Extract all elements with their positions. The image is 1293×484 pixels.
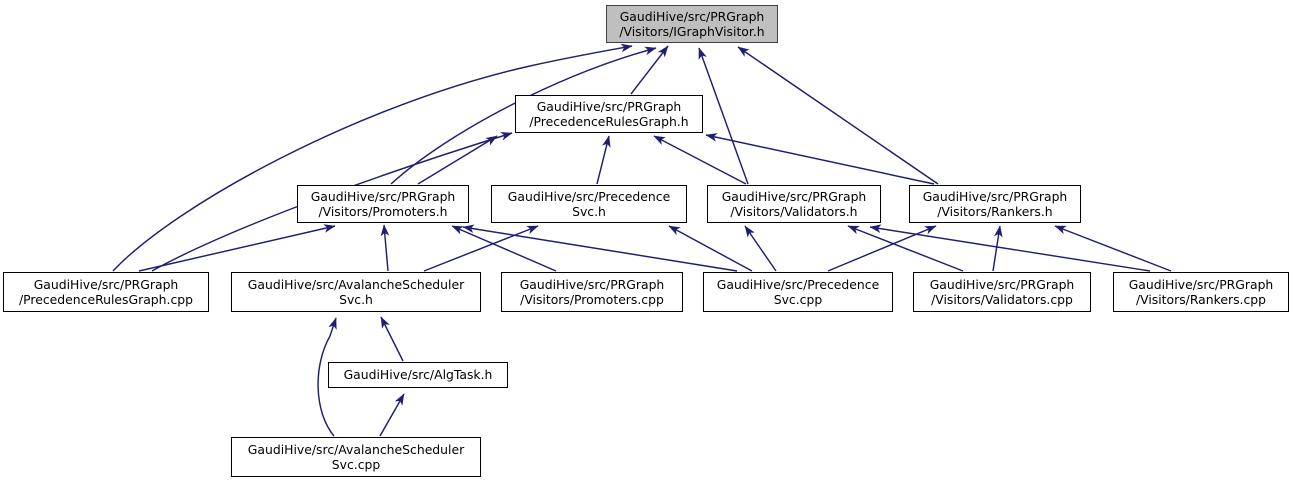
edge-avalanchescheduler_h-to-promoters_h: [380, 224, 390, 272]
edge-precedencerulesgraph_cpp-to-promoters_h: [138, 224, 336, 272]
edge-rankers_cpp-to-rankers_h: [1054, 225, 1172, 272]
graph-node-label: GaudiHive/src/AvalancheScheduler Svc.cpp: [247, 441, 465, 473]
graph-node-label: GaudiHive/src/PRGraph /PrecedenceRulesGr…: [18, 276, 193, 308]
edge-precedencesvc_cpp-to-promoters_h: [462, 224, 738, 272]
graph-node-label: GaudiHive/src/PRGraph /Visitors/Promoter…: [310, 188, 456, 220]
edge-validators_cpp-to-validators_h: [847, 225, 964, 272]
graph-node-label: GaudiHive/src/PRGraph /PrecedenceRulesGr…: [529, 98, 689, 130]
graph-node-promoters_h[interactable]: GaudiHive/src/PRGraph /Visitors/Promoter…: [297, 185, 469, 223]
graph-node-precedencesvc_h[interactable]: GaudiHive/src/Precedence Svc.h: [491, 185, 687, 223]
edge-rankers_h-to-igraphvisitor_h: [737, 46, 939, 185]
edge-algtask_h-to-avalanchescheduler_h: [380, 316, 404, 362]
graph-node-label: GaudiHive/src/Precedence Svc.h: [507, 188, 671, 220]
edge-precedencerulesgraph_h-to-igraphvisitor_h: [630, 45, 669, 95]
graph-node-label: GaudiHive/src/AvalancheScheduler Svc.h: [247, 276, 465, 308]
graph-node-label: GaudiHive/src/PRGraph /Visitors/Promoter…: [519, 276, 665, 308]
graph-node-label: GaudiHive/src/PRGraph /Visitors/IGraphVi…: [619, 8, 765, 40]
edge-precedencesvc_cpp-to-precedencesvc_h: [668, 225, 753, 272]
edge-promoters_h-to-precedencerulesgraph_h: [417, 135, 498, 185]
edge-avalanchescheduler_cpp-to-avalanchescheduler_h: [317, 317, 337, 437]
graph-node-precedencerulesgraph_h[interactable]: GaudiHive/src/PRGraph /PrecedenceRulesGr…: [515, 95, 703, 133]
edge-promoters_cpp-to-promoters_h: [451, 225, 557, 272]
graph-node-label: GaudiHive/src/PRGraph /Visitors/Rankers.…: [922, 188, 1068, 220]
graph-node-rankers_cpp[interactable]: GaudiHive/src/PRGraph /Visitors/Rankers.…: [1113, 272, 1289, 312]
graph-node-avalanchescheduler_cpp[interactable]: GaudiHive/src/AvalancheScheduler Svc.cpp: [231, 437, 481, 477]
edge-precedencerulesgraph_cpp-to-igraphvisitor_h: [112, 43, 633, 272]
graph-node-validators_h[interactable]: GaudiHive/src/PRGraph /Visitors/Validato…: [707, 185, 881, 223]
graph-node-avalanchescheduler_h[interactable]: GaudiHive/src/AvalancheScheduler Svc.h: [231, 272, 481, 312]
edge-validators_h-to-precedencerulesgraph_h: [653, 135, 747, 185]
graph-node-precedencerulesgraph_cpp[interactable]: GaudiHive/src/PRGraph /PrecedenceRulesGr…: [3, 272, 209, 312]
edge-rankers_h-to-precedencerulesgraph_h: [705, 133, 935, 185]
graph-node-igraphvisitor_h[interactable]: GaudiHive/src/PRGraph /Visitors/IGraphVi…: [606, 5, 778, 43]
graph-node-label: GaudiHive/src/PRGraph /Visitors/Validato…: [721, 188, 867, 220]
graph-node-label: GaudiHive/src/Precedence Svc.cpp: [716, 276, 880, 308]
edge-precedencesvc_cpp-to-validators_h: [744, 225, 777, 272]
edge-precedencesvc_cpp-to-rankers_h: [827, 225, 937, 272]
edge-validators_h-to-igraphvisitor_h: [698, 47, 749, 185]
graph-node-validators_cpp[interactable]: GaudiHive/src/PRGraph /Visitors/Validato…: [913, 272, 1091, 312]
graph-node-promoters_cpp[interactable]: GaudiHive/src/PRGraph /Visitors/Promoter…: [501, 272, 683, 312]
graph-node-label: GaudiHive/src/AlgTask.h: [343, 367, 493, 383]
graph-node-label: GaudiHive/src/PRGraph /Visitors/Validato…: [929, 276, 1075, 308]
graph-node-label: GaudiHive/src/PRGraph /Visitors/Rankers.…: [1128, 276, 1274, 308]
edge-precedencesvc_h-to-precedencerulesgraph_h: [596, 135, 611, 185]
graph-node-rankers_h[interactable]: GaudiHive/src/PRGraph /Visitors/Rankers.…: [909, 185, 1081, 223]
graph-node-algtask_h[interactable]: GaudiHive/src/AlgTask.h: [328, 362, 508, 388]
edge-avalanchescheduler_h-to-precedencesvc_h: [423, 225, 539, 272]
edge-avalanchescheduler_cpp-to-algtask_h: [379, 393, 405, 437]
edge-validators_cpp-to-rankers_h: [992, 225, 1003, 272]
graph-node-precedencesvc_cpp[interactable]: GaudiHive/src/Precedence Svc.cpp: [703, 272, 893, 312]
edge-rankers_cpp-to-validators_h: [869, 224, 1151, 272]
